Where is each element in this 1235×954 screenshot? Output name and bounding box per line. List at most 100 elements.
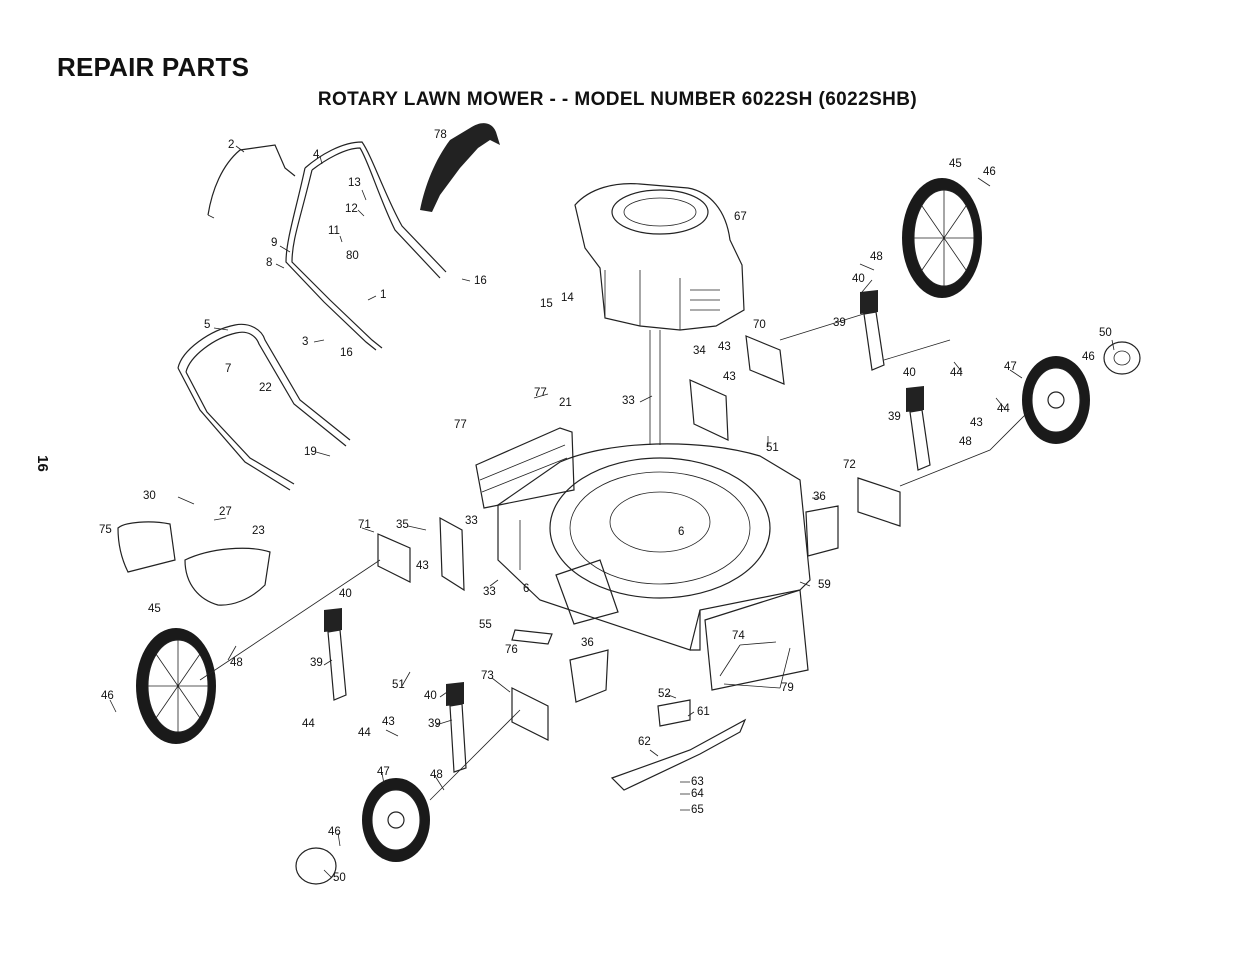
callout: 45 (949, 158, 962, 170)
callout: 12 (345, 203, 358, 215)
callout: 7 (225, 363, 231, 375)
leader-lines (109, 145, 1115, 879)
callout: 19 (304, 446, 317, 458)
height-adjuster-right-rear (906, 386, 931, 471)
callout: 43 (718, 341, 731, 353)
callout: 51 (766, 442, 779, 454)
callout: 67 (734, 211, 747, 223)
wheel-rear-left (362, 778, 430, 862)
callout: 11 (328, 225, 340, 237)
callout: 23 (252, 525, 265, 537)
callout: 39 (833, 317, 846, 329)
callout: 52 (658, 688, 671, 700)
callout: 77 (534, 387, 547, 399)
callout: 4 (313, 149, 320, 161)
control-bar (207, 144, 296, 219)
callout: 74 (732, 630, 745, 642)
callout: 40 (339, 588, 352, 600)
callout: 44 (950, 367, 963, 379)
rear-baffle (704, 589, 809, 691)
callout: 78 (434, 129, 447, 141)
deflector-76 (511, 629, 553, 645)
callout: 36 (813, 491, 826, 503)
callout: 71 (358, 519, 371, 531)
page-title: REPAIR PARTS (57, 52, 250, 82)
upper-handle (285, 141, 447, 351)
callout: 48 (430, 769, 443, 781)
callout: 72 (843, 459, 856, 471)
callout: 30 (143, 490, 156, 502)
callout: 43 (723, 371, 736, 383)
callout: 16 (474, 275, 487, 287)
callout: 35 (396, 519, 409, 531)
model-subtitle: ROTARY LAWN MOWER - - MODEL NUMBER 6022S… (317, 89, 918, 110)
callout: 63 (691, 776, 704, 788)
callout: 40 (424, 690, 437, 702)
callout: 47 (1004, 361, 1017, 373)
blade-assembly (610, 699, 747, 791)
callout: 5 (204, 319, 210, 331)
callout: 13 (348, 177, 361, 189)
callout: 15 (540, 298, 553, 310)
callout: 46 (101, 690, 114, 702)
callout: 44 (302, 718, 315, 730)
callout: 39 (310, 657, 323, 669)
axle-brackets (377, 335, 901, 741)
callout: 3 (302, 336, 308, 348)
callout: 34 (693, 345, 706, 357)
callout: 48 (959, 436, 972, 448)
callout: 59 (818, 579, 831, 591)
callout: 46 (328, 826, 341, 838)
callout: 16 (340, 347, 353, 359)
callout: 6 (678, 526, 684, 538)
callout: 47 (377, 766, 390, 778)
height-adjuster-right-front (860, 290, 885, 371)
discharge-chute (555, 559, 619, 625)
callout: 55 (479, 619, 492, 631)
hubcap-left (295, 847, 337, 885)
callout: 39 (428, 718, 441, 730)
callout: 39 (888, 411, 901, 423)
callout: 27 (219, 506, 232, 518)
callout: 44 (997, 403, 1010, 415)
callout: 36 (581, 637, 594, 649)
callout: 79 (781, 682, 794, 694)
lower-handle (177, 323, 351, 491)
grip-cover (420, 123, 500, 212)
height-adjuster-left-rear (446, 682, 467, 773)
wheel-front-left (136, 628, 216, 744)
callout: 77 (454, 419, 467, 431)
callout: 33 (465, 515, 478, 527)
callout: 43 (382, 716, 395, 728)
callout: 1 (380, 289, 386, 301)
callout: 21 (559, 397, 572, 409)
callout: 22 (259, 382, 272, 394)
callout: 73 (481, 670, 494, 682)
callout: 6 (523, 583, 529, 595)
callout: 8 (266, 257, 272, 269)
callout: 61 (697, 706, 710, 718)
callout: 70 (753, 319, 766, 331)
engine (574, 183, 745, 445)
callout: 33 (622, 395, 635, 407)
axles (199, 311, 1031, 801)
callout: 40 (903, 367, 916, 379)
callout: 43 (416, 560, 429, 572)
callout: 75 (99, 524, 112, 536)
callout: 50 (1099, 327, 1112, 339)
callout: 9 (271, 237, 277, 249)
callout: 44 (358, 727, 371, 739)
callout-labels: 2 4 78 13 12 11 9 8 80 16 1 3 16 5 7 22 … (99, 129, 1112, 884)
callout: 62 (638, 736, 651, 748)
callout: 33 (483, 586, 496, 598)
callout: 45 (148, 603, 161, 615)
callout: 43 (970, 417, 983, 429)
callout: 40 (852, 273, 865, 285)
callout: 46 (983, 166, 996, 178)
hubcap-right (1103, 341, 1141, 375)
callout: 64 (691, 788, 704, 800)
callout: 2 (228, 139, 234, 151)
grass-bag-frame (117, 521, 271, 606)
callout: 14 (561, 292, 574, 304)
